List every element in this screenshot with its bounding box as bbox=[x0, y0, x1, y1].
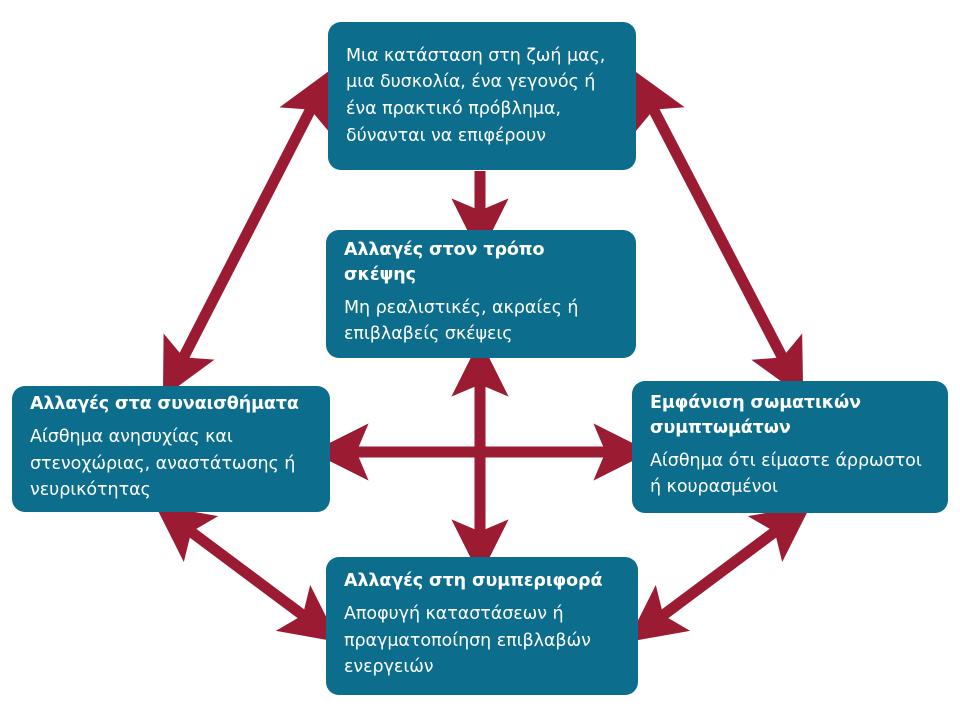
node-trigger-body: Μια κατάσταση στη ζωή μας, μια δυσκολία,… bbox=[346, 45, 606, 146]
connector-emotions-behaviour bbox=[155, 504, 339, 643]
node-emotions-title: Αλλαγές στα συναισθήματα bbox=[30, 394, 299, 415]
node-behaviour-title: Αλλαγές στη συμπεριφορά bbox=[344, 571, 603, 592]
node-physical-body: Αίσθημα ότι είμαστε άρρωστοι ή κουρασμέν… bbox=[650, 450, 922, 498]
node-thoughts[interactable]: Αλλαγές στον τρόπο σκέψης Μη ρεαλιστικές… bbox=[326, 230, 636, 358]
node-behaviour[interactable]: Αλλαγές στη συμπεριφορά Αποφυγή καταστάσ… bbox=[326, 557, 638, 695]
node-thoughts-title: Αλλαγές στον τρόπο σκέψης bbox=[344, 240, 545, 285]
node-emotions-body: Αίσθημα ανησυχίας και στενοχώριας, αναστ… bbox=[30, 427, 296, 501]
node-behaviour-body: Αποφυγή καταστάσεων ή πραγματοποίηση επι… bbox=[344, 604, 591, 678]
node-thoughts-body: Μη ρεαλιστικές, ακραίες ή επιβλαβείς σκέ… bbox=[344, 297, 579, 345]
node-physical-title: Εμφάνιση σωματικών συμπτωμάτων bbox=[650, 393, 861, 438]
node-physical[interactable]: Εμφάνιση σωματικών συμπτωμάτων Αίσθημα ό… bbox=[632, 381, 948, 513]
connector-trigger-physical bbox=[632, 69, 804, 398]
node-emotions[interactable]: Αλλαγές στα συναισθήματα Αίσθημα ανησυχί… bbox=[12, 386, 330, 512]
node-trigger[interactable]: Μια κατάσταση στη ζωή μας, μια δυσκολία,… bbox=[328, 22, 636, 170]
connector-trigger-emotions bbox=[162, 69, 332, 398]
connector-physical-behaviour bbox=[627, 504, 811, 643]
